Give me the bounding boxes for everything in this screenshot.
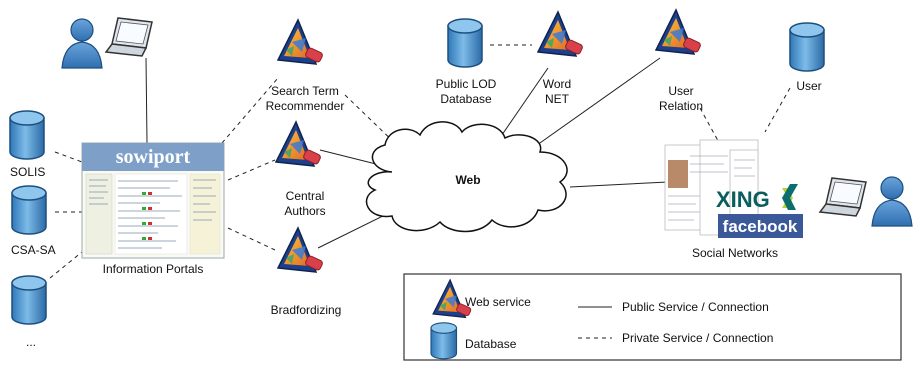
web-cloud: Web bbox=[365, 121, 568, 233]
label-search-term-1: Search Term bbox=[271, 84, 339, 98]
label-lod-1: Public LOD bbox=[436, 77, 497, 91]
database-icon bbox=[11, 185, 47, 235]
label-bradfordizing: Bradfordizing bbox=[271, 303, 342, 317]
label-central-1: Central bbox=[286, 189, 325, 203]
database-csa-sa: CSA-SA bbox=[11, 185, 56, 257]
laptop-icon bbox=[819, 177, 867, 217]
service-user-relation: User Relation bbox=[655, 9, 703, 113]
label-search-term-2: Recommender bbox=[266, 99, 345, 113]
database-public-lod: Public LOD Database bbox=[436, 18, 497, 106]
person-icon bbox=[61, 18, 103, 69]
label-central-2: Authors bbox=[284, 204, 325, 218]
label-information-portals: Information Portals bbox=[103, 262, 204, 276]
label-web: Web bbox=[455, 173, 480, 187]
label-user: User bbox=[796, 79, 821, 93]
facebook-logo: facebook bbox=[723, 217, 798, 236]
xing-logo: XING bbox=[716, 187, 770, 212]
service-search-term-recommender: Search Term Recommender bbox=[266, 19, 345, 113]
database-icon bbox=[447, 18, 483, 68]
database-user: User bbox=[789, 22, 825, 93]
laptop-icon bbox=[105, 17, 153, 57]
service-wordnet: Word NET bbox=[537, 11, 585, 106]
label-more: ... bbox=[26, 335, 36, 349]
conn-solis-portal bbox=[54, 151, 83, 163]
information-portal: sowiport bbox=[81, 142, 225, 276]
private-connections bbox=[49, 44, 791, 279]
web-service-icon bbox=[275, 121, 323, 167]
label-userrel-1: User bbox=[668, 84, 693, 98]
database-solis: SOLIS bbox=[9, 110, 45, 179]
conn-wordnet-web bbox=[494, 67, 549, 146]
label-lod-2: Database bbox=[440, 92, 492, 106]
label-wordnet-1: Word bbox=[543, 77, 571, 91]
conn-portal-search bbox=[221, 77, 279, 144]
user-social bbox=[819, 176, 913, 227]
database-icon bbox=[789, 22, 825, 72]
user-portal bbox=[61, 17, 153, 69]
conn-portal-central bbox=[227, 159, 276, 181]
connections bbox=[145, 57, 669, 249]
service-bradfordizing: Bradfordizing bbox=[271, 227, 342, 317]
label-userrel-2: Relation bbox=[659, 99, 703, 113]
service-central-authors: Central Authors bbox=[275, 121, 326, 218]
legend-public: Public Service / Connection bbox=[622, 300, 769, 314]
database-icon bbox=[430, 322, 458, 360]
legend-private: Private Service / Connection bbox=[622, 331, 773, 345]
legend: Web service Database Public Service / Co… bbox=[403, 273, 902, 361]
social-networks: XING facebook Social Networks bbox=[664, 139, 803, 260]
conn-web-social bbox=[569, 181, 669, 188]
database-icon bbox=[11, 275, 47, 325]
database-more: ... bbox=[11, 275, 47, 349]
database-icon bbox=[9, 110, 45, 160]
conn-portal-user bbox=[145, 57, 148, 144]
conn-central-web bbox=[319, 149, 381, 166]
label-csa-sa: CSA-SA bbox=[11, 243, 56, 257]
web-service-icon bbox=[655, 9, 703, 55]
conn-user-social bbox=[764, 87, 791, 133]
legend-web-service: Web service bbox=[465, 295, 531, 309]
person-icon bbox=[871, 176, 913, 227]
conn-userrel-web bbox=[529, 57, 661, 151]
web-service-icon bbox=[277, 227, 325, 273]
conn-more-portal bbox=[49, 251, 83, 279]
label-solis: SOLIS bbox=[10, 165, 45, 179]
web-service-icon bbox=[277, 19, 325, 65]
sowiport-logo: sowiport bbox=[116, 146, 191, 168]
web-service-icon bbox=[537, 11, 585, 57]
label-social-networks: Social Networks bbox=[692, 246, 778, 260]
conn-portal-brad bbox=[227, 227, 276, 251]
legend-database: Database bbox=[465, 337, 517, 351]
label-wordnet-2: NET bbox=[545, 92, 570, 106]
